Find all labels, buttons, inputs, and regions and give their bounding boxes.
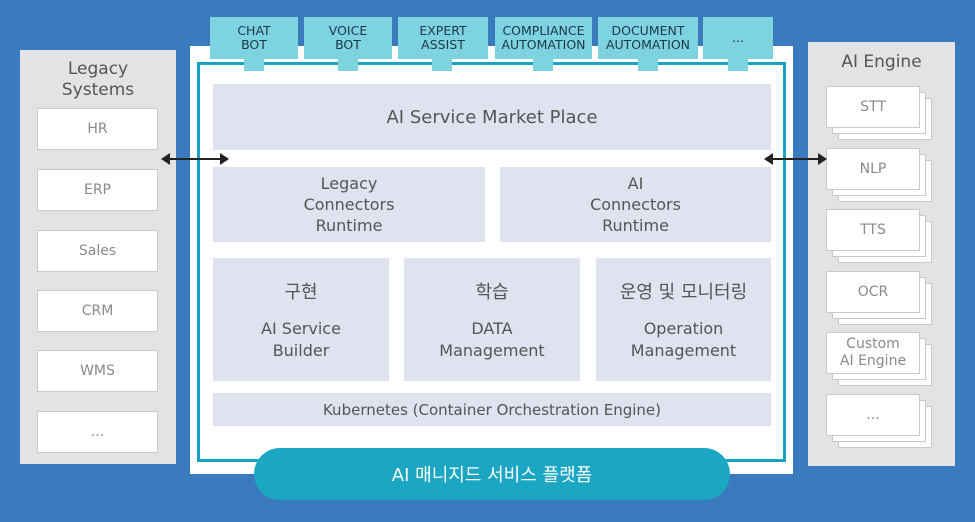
module-korean-label: 학습 [475,281,509,303]
platform-label: AI 매니지드 서비스 플랫폼 [254,448,730,500]
engine-stt: STT [826,86,932,140]
legacy-item-wms: WMS [37,350,158,392]
kubernetes-label: Kubernetes (Container Orchestration Engi… [322,400,662,419]
ai-engine-title: AI Engine [841,52,922,72]
tab-label: EXPERT ASSIST [419,23,467,52]
tab-label: ... [732,30,744,45]
engine-label: TTS [826,209,920,251]
module-data-management: 학습 DATA Management [404,258,580,381]
module-english-label: DATA Management [439,318,545,360]
module-english-label: AI Service Builder [261,318,341,360]
tab-label: CHAT BOT [237,23,271,52]
module-ai-service-builder: 구현 AI Service Builder [213,258,389,381]
ai-engine-panel: AI Engine STT NLP TTS OCR Custom AI Engi… [808,42,955,466]
legacy-item-erp: ERP [37,169,158,211]
legacy-connectors-runtime: Legacy Connectors Runtime [213,167,485,242]
engine-label: OCR [826,271,920,313]
legacy-item-crm: CRM [37,290,158,332]
tab-voice-bot: VOICE BOT [304,17,392,71]
engine-custom: Custom AI Engine [826,332,932,386]
tab-compliance-automation: COMPLIANCE AUTOMATION [495,17,592,71]
legacy-item-sales: Sales [37,230,158,272]
engine-more: ... [826,394,932,448]
engine-label: ... [826,394,920,436]
legacy-item-hr: HR [37,108,158,150]
tab-label: COMPLIANCE AUTOMATION [501,23,586,52]
legacy-item-more: ... [37,411,158,453]
ai-connector-arrow [764,153,827,165]
legacy-systems-title: Legacy Systems [61,59,135,100]
engine-ocr: OCR [826,271,932,325]
engine-nlp: NLP [826,148,932,202]
platform-label-text: AI 매니지드 서비스 플랫폼 [391,465,593,486]
module-english-label: Operation Management [630,318,737,360]
tab-chat-bot: CHAT BOT [210,17,298,71]
engine-label: NLP [826,148,920,190]
module-korean-label: 구현 [284,281,318,303]
legacy-connector-arrow [161,153,229,165]
legacy-systems-panel: Legacy Systems HR ERP Sales CRM WMS ... [20,50,176,464]
ai-connectors-label: AI Connectors Runtime [590,174,681,235]
marketplace-label: AI Service Market Place [386,106,598,128]
engine-tts: TTS [826,209,932,263]
tab-expert-assist: EXPERT ASSIST [398,17,488,71]
tab-document-automation: DOCUMENT AUTOMATION [598,17,698,71]
engine-label: Custom AI Engine [826,332,920,374]
kubernetes-layer: Kubernetes (Container Orchestration Engi… [213,393,771,426]
module-korean-label: 운영 및 모니터링 [619,281,748,303]
ai-connectors-runtime: AI Connectors Runtime [500,167,771,242]
tab-label: DOCUMENT AUTOMATION [605,23,691,52]
engine-label: STT [826,86,920,128]
legacy-connectors-label: Legacy Connectors Runtime [303,174,395,235]
tab-more: ... [703,17,773,71]
tab-label: VOICE BOT [328,23,368,52]
module-operation-management: 운영 및 모니터링 Operation Management [596,258,771,381]
ai-service-marketplace: AI Service Market Place [213,84,771,150]
